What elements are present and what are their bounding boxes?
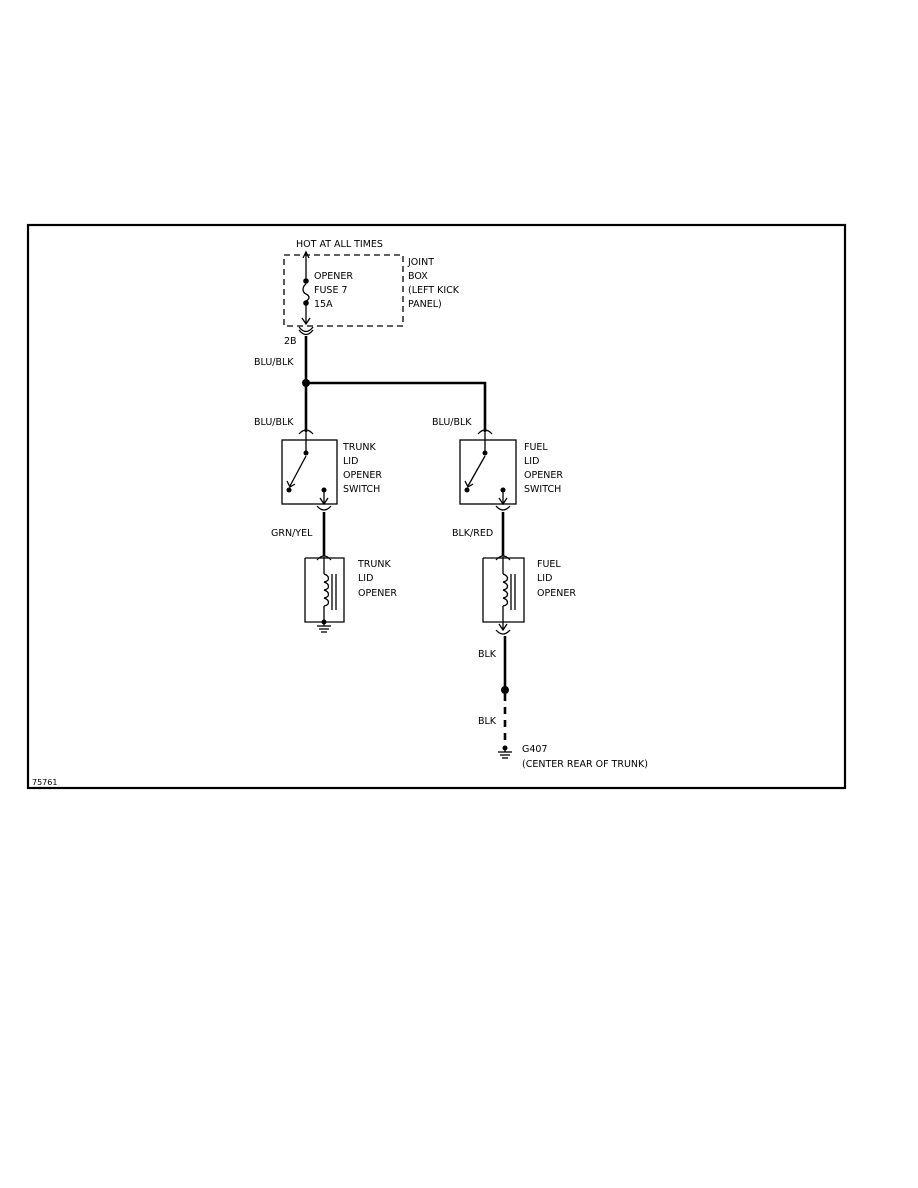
- joint-box-label-3: (LEFT KICK: [408, 285, 460, 296]
- trunk-opener-label-1: TRUNK: [357, 559, 391, 570]
- main-wire-label: BLU/BLK: [254, 357, 294, 368]
- trunk-switch-label-1: TRUNK: [342, 442, 376, 453]
- connector-2b: [298, 326, 314, 336]
- trunk-opener-wire-label: GRN/YEL: [271, 528, 313, 539]
- fuel-switch-label-2: LID: [524, 456, 539, 467]
- fuse-symbol: [301, 250, 311, 326]
- ground-location-label: (CENTER REAR OF TRUNK): [522, 759, 648, 770]
- fuel-opener-symbol: [482, 555, 525, 635]
- ground-wire-upper-label: BLK: [478, 649, 497, 660]
- fuel-opener-wire-label: BLK/RED: [452, 528, 493, 539]
- fuel-switch-symbol: [459, 429, 517, 511]
- fuel-switch-label-4: SWITCH: [524, 484, 561, 495]
- ground-symbol: [498, 745, 512, 759]
- fuse-label-3: 15A: [314, 299, 333, 310]
- fuel-opener-label-1: FUEL: [537, 559, 561, 570]
- trunk-opener-label-3: OPENER: [358, 588, 397, 599]
- fuel-switch-label-1: FUEL: [524, 442, 548, 453]
- trunk-switch-symbol: [281, 429, 338, 511]
- trunk-switch-label-4: SWITCH: [343, 484, 380, 495]
- fuel-opener-label-3: OPENER: [537, 588, 576, 599]
- fuel-switch-label-3: OPENER: [524, 470, 563, 481]
- ground-id-label: G407: [522, 744, 548, 755]
- joint-box-label-4: PANEL): [408, 299, 442, 310]
- trunk-branch-label: BLU/BLK: [254, 417, 294, 428]
- ground-wire-lower-label: BLK: [478, 716, 497, 727]
- fuse-label-2: FUSE 7: [314, 285, 348, 296]
- trunk-switch-label-2: LID: [343, 456, 358, 467]
- trunk-opener-symbol: [304, 555, 345, 633]
- fuel-branch-wire: [306, 381, 487, 432]
- figure-id: 75761: [32, 778, 57, 787]
- connector-2b-label: 2B: [284, 336, 297, 347]
- fuel-opener-label-2: LID: [537, 573, 552, 584]
- joint-box-label-2: BOX: [408, 271, 428, 282]
- fuse-label-1: OPENER: [314, 271, 353, 282]
- joint-box-label-1: JOINT: [407, 257, 434, 268]
- fuel-branch-label: BLU/BLK: [432, 417, 472, 428]
- joint-box: [283, 254, 404, 327]
- ground-splice: [501, 686, 509, 694]
- trunk-switch-label-3: OPENER: [343, 470, 382, 481]
- power-label: HOT AT ALL TIMES: [296, 239, 383, 250]
- trunk-opener-label-2: LID: [358, 573, 373, 584]
- diagram-frame: [26, 223, 847, 790]
